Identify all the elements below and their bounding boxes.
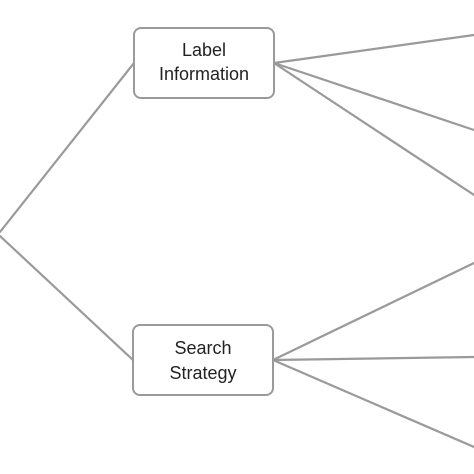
- label-information-box: [133, 27, 275, 99]
- label-information-child-connector-3: [272, 61, 474, 197]
- root-to-search-strategy-connector: [0, 234, 135, 362]
- label-information-line2: Information: [159, 64, 249, 84]
- label-information-child-connector-2: [272, 61, 474, 132]
- search-strategy-child-connector-3: [271, 358, 474, 449]
- label-information-line1: Label: [182, 40, 226, 60]
- label-information-child-connector-1: [272, 33, 474, 65]
- search-strategy-line2: Strategy: [169, 363, 236, 383]
- root-to-label-information-connector: [0, 61, 136, 234]
- search-strategy-box: [132, 324, 274, 396]
- search-strategy-child-connector-1: [271, 261, 474, 362]
- search-strategy-child-connector-2: [271, 355, 474, 362]
- search-strategy-line1: Search: [174, 338, 231, 358]
- search-strategy-node: Search Strategy: [132, 324, 274, 396]
- label-information-node: Label Information: [133, 27, 275, 99]
